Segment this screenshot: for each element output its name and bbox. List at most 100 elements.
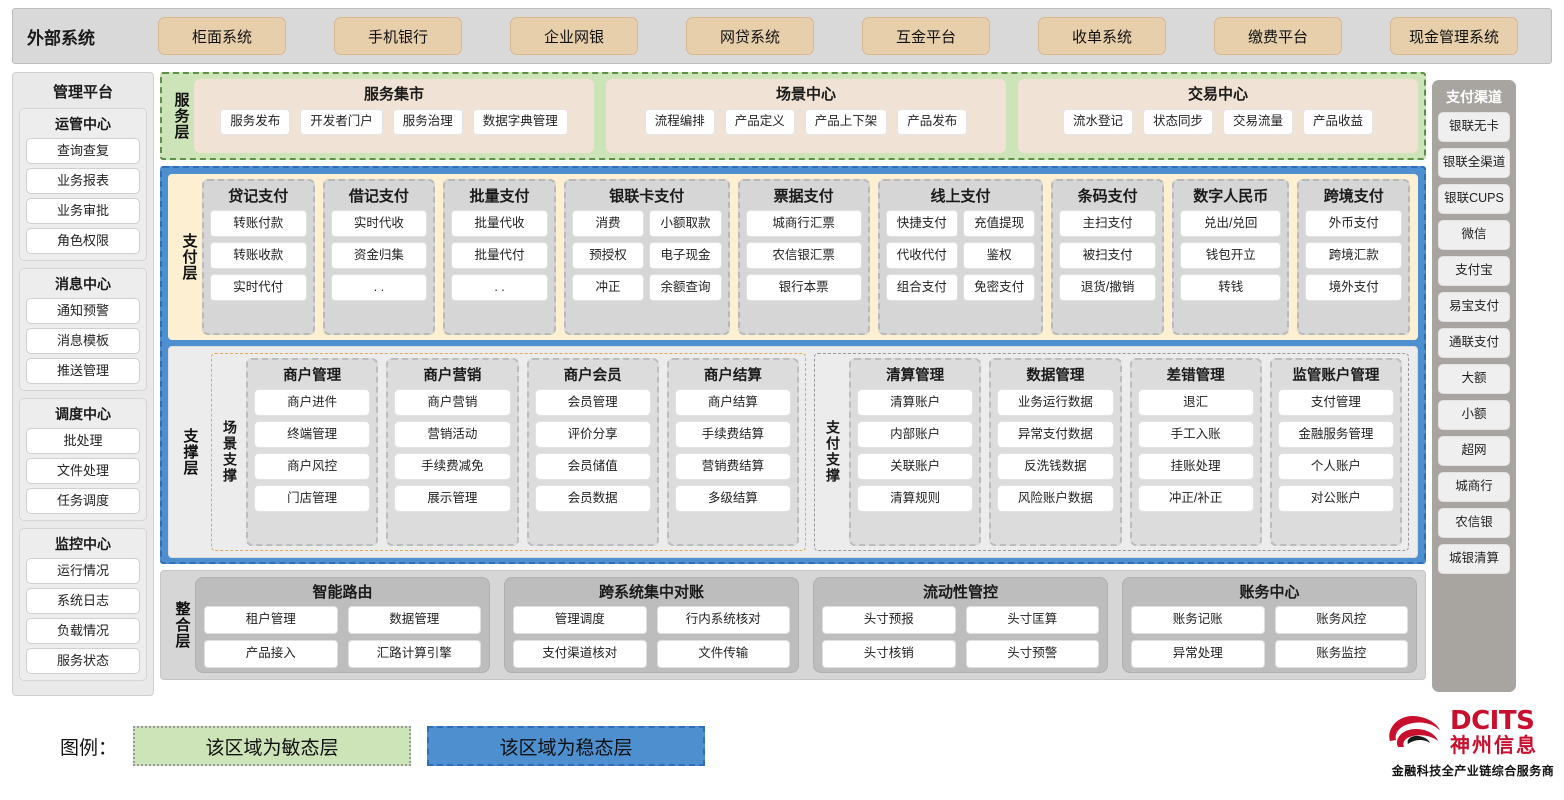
management-item[interactable]: 负载情况 (26, 618, 140, 644)
payment-support-item[interactable]: 关联账户 (857, 453, 974, 480)
payment-item[interactable]: 境外支付 (1305, 274, 1403, 301)
payment-support-item[interactable]: 异常支付数据 (997, 421, 1114, 448)
payment-item[interactable]: . . (451, 274, 548, 301)
payment-channel-item[interactable]: 易宝支付 (1438, 292, 1510, 322)
payment-item[interactable]: 跨境汇款 (1305, 242, 1403, 269)
service-item[interactable]: 服务治理 (392, 109, 463, 135)
scene-support-item[interactable]: 营销活动 (394, 421, 511, 448)
scene-support-item[interactable]: 终端管理 (254, 421, 371, 448)
external-system-chip[interactable]: 柜面系统 (158, 17, 286, 55)
scene-support-item[interactable]: 评价分享 (534, 421, 651, 448)
service-item[interactable]: 产品发布 (897, 109, 968, 135)
payment-item[interactable]: 组合支付 (885, 274, 958, 301)
payment-item[interactable]: 被扫支付 (1059, 242, 1156, 269)
payment-channel-item[interactable]: 微信 (1438, 220, 1510, 250)
payment-channel-item[interactable]: 支付宝 (1438, 256, 1510, 286)
service-item[interactable]: 产品上下架 (804, 109, 888, 135)
management-item[interactable]: 服务状态 (26, 648, 140, 674)
service-item[interactable]: 状态同步 (1142, 109, 1213, 135)
payment-support-item[interactable]: 反洗钱数据 (997, 453, 1114, 480)
integration-item[interactable]: 管理调度 (513, 606, 647, 634)
service-item[interactable]: 服务发布 (220, 109, 291, 135)
management-item[interactable]: 批处理 (26, 428, 140, 454)
payment-support-item[interactable]: 内部账户 (857, 421, 974, 448)
integration-item[interactable]: 数据管理 (347, 606, 481, 634)
payment-support-item[interactable]: 支付管理 (1277, 389, 1394, 416)
scene-support-item[interactable]: 会员管理 (534, 389, 651, 416)
payment-item[interactable]: 转钱 (1179, 274, 1282, 301)
payment-channel-item[interactable]: 城商行 (1438, 472, 1510, 502)
management-item[interactable]: 通知预警 (26, 298, 140, 324)
management-item[interactable]: 角色权限 (26, 228, 140, 254)
payment-channel-item[interactable]: 超网 (1438, 436, 1510, 466)
scene-support-item[interactable]: 多级结算 (674, 485, 791, 512)
payment-support-item[interactable]: 清算账户 (857, 389, 974, 416)
payment-item[interactable]: 外币支付 (1305, 210, 1403, 237)
payment-item[interactable]: 实时代收 (330, 210, 428, 237)
external-system-chip[interactable]: 网贷系统 (686, 17, 814, 55)
integration-item[interactable]: 支付渠道核对 (513, 640, 647, 668)
payment-item[interactable]: 余额查询 (649, 274, 722, 301)
management-item[interactable]: 业务审批 (26, 198, 140, 224)
payment-item[interactable]: 城商行汇票 (745, 210, 862, 237)
payment-channel-item[interactable]: 城银清算 (1438, 544, 1510, 574)
integration-item[interactable]: 行内系统核对 (656, 606, 790, 634)
payment-channel-item[interactable]: 银联无卡 (1438, 112, 1510, 142)
payment-support-item[interactable]: 风险账户数据 (997, 485, 1114, 512)
integration-item[interactable]: 头寸匡算 (965, 606, 1099, 634)
integration-item[interactable]: 文件传输 (656, 640, 790, 668)
payment-channel-item[interactable]: 银联全渠道 (1438, 148, 1510, 178)
payment-channel-item[interactable]: 通联支付 (1438, 328, 1510, 358)
payment-support-item[interactable]: 挂账处理 (1137, 453, 1254, 480)
integration-item[interactable]: 产品接入 (204, 640, 338, 668)
payment-item[interactable]: 钱包开立 (1179, 242, 1282, 269)
integration-item[interactable]: 汇路计算引擎 (347, 640, 481, 668)
service-item[interactable]: 开发者门户 (300, 109, 383, 135)
payment-support-item[interactable]: 冲正/补正 (1137, 485, 1254, 512)
payment-item[interactable]: 转账收款 (210, 242, 307, 269)
payment-support-item[interactable]: 个人账户 (1277, 453, 1394, 480)
payment-item[interactable]: 兑出/兑回 (1179, 210, 1282, 237)
service-item[interactable]: 交易流量 (1223, 109, 1294, 135)
payment-item[interactable]: 批量代付 (451, 242, 548, 269)
scene-support-item[interactable]: 会员数据 (534, 485, 651, 512)
management-item[interactable]: 查询查复 (26, 138, 140, 164)
payment-item[interactable]: 预授权 (571, 242, 645, 269)
external-system-chip[interactable]: 缴费平台 (1214, 17, 1342, 55)
payment-item[interactable]: 主扫支付 (1059, 210, 1156, 237)
payment-item[interactable]: 银行本票 (745, 274, 862, 301)
payment-item[interactable]: . . (330, 274, 428, 301)
scene-support-item[interactable]: 手续费结算 (674, 421, 791, 448)
payment-item[interactable]: 代收代付 (885, 242, 958, 269)
service-item[interactable]: 流水登记 (1062, 109, 1133, 135)
external-system-chip[interactable]: 互金平台 (862, 17, 990, 55)
payment-item[interactable]: 快捷支付 (885, 210, 958, 237)
scene-support-item[interactable]: 营销费结算 (674, 453, 791, 480)
payment-item[interactable]: 免密支付 (962, 274, 1036, 301)
payment-item[interactable]: 农信银汇票 (745, 242, 862, 269)
integration-item[interactable]: 账务记账 (1131, 606, 1265, 634)
payment-support-item[interactable]: 退汇 (1137, 389, 1254, 416)
scene-support-item[interactable]: 手续费减免 (394, 453, 511, 480)
payment-support-item[interactable]: 对公账户 (1277, 485, 1394, 512)
external-system-chip[interactable]: 企业网银 (510, 17, 638, 55)
management-item[interactable]: 推送管理 (26, 358, 140, 384)
payment-item[interactable]: 消费 (571, 210, 645, 237)
scene-support-item[interactable]: 商户结算 (674, 389, 791, 416)
scene-support-item[interactable]: 门店管理 (254, 485, 371, 512)
service-item[interactable]: 产品收益 (1303, 109, 1374, 135)
external-system-chip[interactable]: 收单系统 (1038, 17, 1166, 55)
payment-channel-item[interactable]: 小额 (1438, 400, 1510, 430)
payment-channel-item[interactable]: 农信银 (1438, 508, 1510, 538)
management-item[interactable]: 系统日志 (26, 588, 140, 614)
integration-item[interactable]: 头寸预报 (822, 606, 956, 634)
payment-item[interactable]: 冲正 (571, 274, 645, 301)
payment-item[interactable]: 鉴权 (962, 242, 1036, 269)
external-system-chip[interactable]: 现金管理系统 (1390, 17, 1518, 55)
management-item[interactable]: 业务报表 (26, 168, 140, 194)
payment-item[interactable]: 资金归集 (330, 242, 428, 269)
payment-channel-item[interactable]: 大额 (1438, 364, 1510, 394)
payment-channel-item[interactable]: 银联CUPS (1438, 184, 1510, 214)
management-item[interactable]: 任务调度 (26, 488, 140, 514)
integration-item[interactable]: 账务风控 (1274, 606, 1408, 634)
